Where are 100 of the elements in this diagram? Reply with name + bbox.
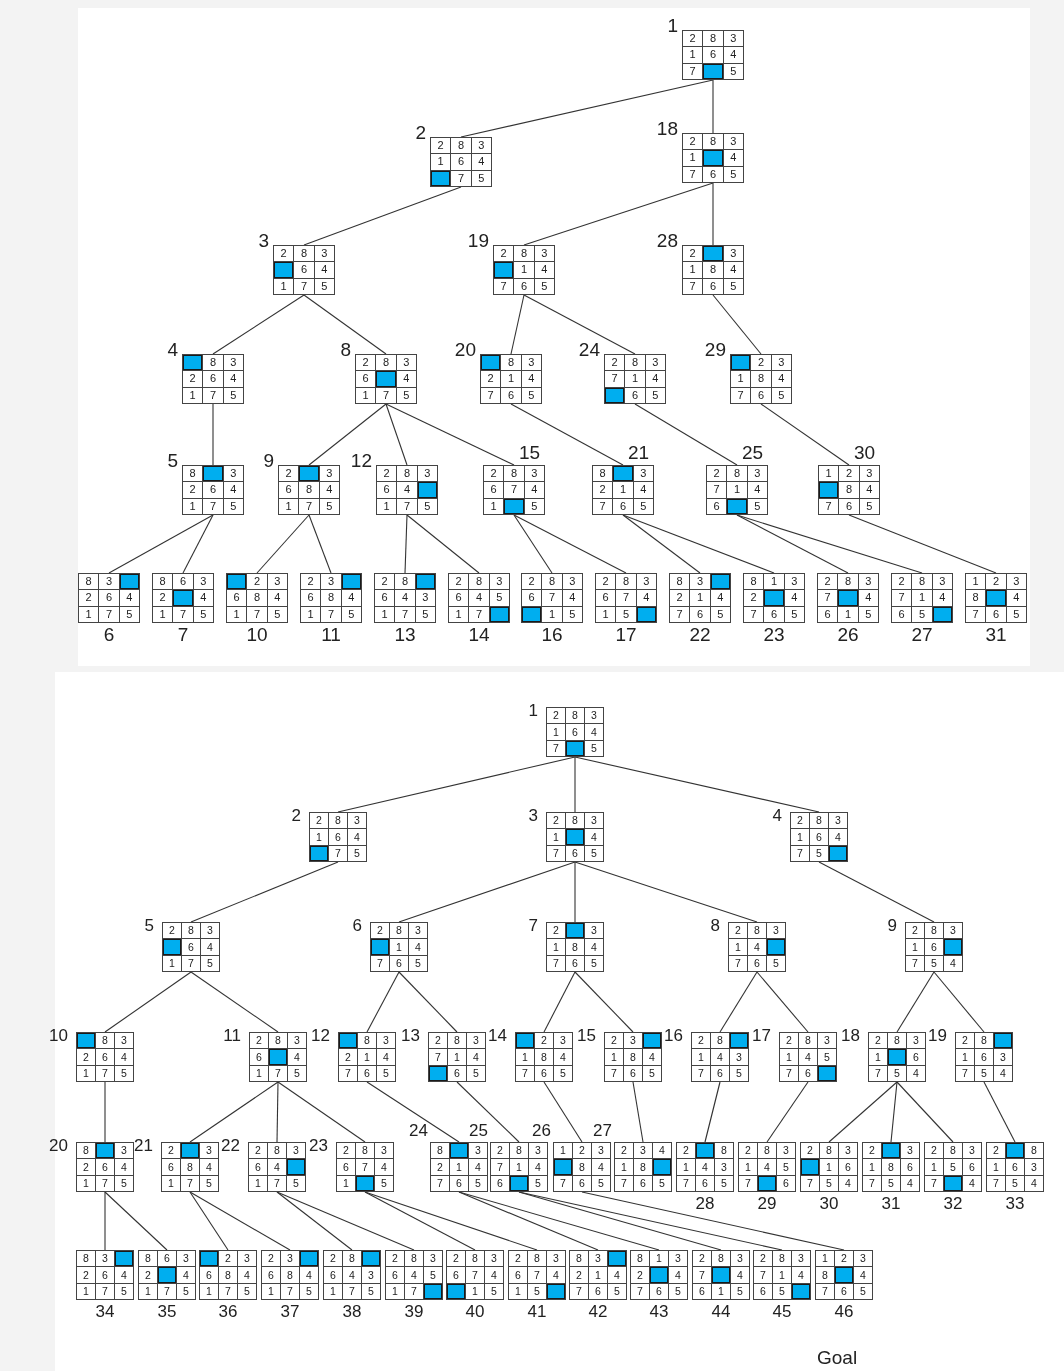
puzzle-tile: 5	[645, 387, 665, 403]
puzzle-tile: 4	[839, 1175, 857, 1191]
state-number: 26	[532, 1121, 551, 1141]
puzzle-tile: 2	[310, 813, 328, 829]
puzzle-tile: 6	[566, 724, 584, 740]
puzzle-tile: 8	[466, 1251, 484, 1267]
puzzle-tile: 4	[177, 1267, 195, 1283]
puzzle-tile: 7	[294, 278, 314, 294]
puzzle-tile: 8	[670, 574, 690, 590]
puzzle-tile: 7	[683, 63, 703, 79]
puzzle-tile: 7	[516, 1065, 534, 1081]
puzzle-tile: 3	[115, 1033, 133, 1049]
puzzle-tile: 7	[203, 387, 223, 403]
puzzle-grid	[868, 1032, 926, 1082]
tree-edge	[398, 971, 458, 1033]
puzzle-tile: 6	[835, 1283, 853, 1299]
puzzle-tile: 3	[375, 1143, 393, 1159]
puzzle-grid	[448, 573, 510, 623]
state-number: 19	[928, 1026, 947, 1046]
tree-edge	[896, 1081, 954, 1143]
puzzle-tile: 5	[341, 606, 361, 622]
puzzle-tile: 7	[554, 1175, 572, 1191]
puzzle-tile: 4	[223, 371, 243, 387]
puzzle-tile: 2	[162, 1143, 180, 1159]
puzzle-tile: 8	[79, 574, 99, 590]
puzzle-tile: 7	[542, 590, 562, 606]
puzzle-tile: 2	[573, 1143, 591, 1159]
puzzle-tile: 5	[415, 606, 435, 622]
state-number: 4	[167, 340, 178, 360]
puzzle-tile: 3	[267, 574, 287, 590]
puzzle-tile: 6	[703, 47, 723, 63]
puzzle-tile: 1	[683, 262, 703, 278]
puzzle-tile: 8	[838, 574, 858, 590]
puzzle-tile: 4	[201, 939, 219, 955]
puzzle-tile: 1	[163, 955, 181, 971]
puzzle-tile: 5	[562, 606, 582, 622]
puzzle-tile: 8	[703, 134, 723, 150]
puzzle-tile: 8	[343, 1251, 361, 1267]
puzzle-tile: 4	[907, 1065, 925, 1081]
puzzle-grid	[248, 1142, 306, 1192]
puzzle-tile: 3	[818, 1033, 836, 1049]
puzzle-tile: 2	[869, 1033, 887, 1049]
puzzle-tile: 7	[605, 371, 625, 387]
puzzle-tile: 4	[723, 150, 743, 166]
puzzle-grid	[76, 1142, 134, 1192]
puzzle-tile: 6	[634, 1175, 652, 1191]
blank-tile	[566, 923, 584, 939]
state-number: 27	[593, 1121, 612, 1141]
puzzle-tile: 5	[409, 955, 427, 971]
tree-edge	[574, 861, 758, 923]
puzzle-tile: 5	[554, 1065, 572, 1081]
puzzle-tile: 8	[504, 466, 524, 482]
puzzle-tile: 5	[177, 1283, 195, 1299]
state-number: 22	[221, 1136, 240, 1156]
state-number: 4	[772, 806, 782, 826]
puzzle-grid	[924, 1142, 982, 1192]
puzzle-grid	[261, 1250, 319, 1300]
blank-tile	[510, 1175, 528, 1191]
puzzle-tile: 5	[818, 1049, 836, 1065]
puzzle-tile: 7	[504, 482, 524, 498]
puzzle-grid	[905, 922, 963, 972]
puzzle-tile: 8	[773, 1251, 791, 1267]
puzzle-tile: 8	[269, 1033, 287, 1049]
puzzle-tile: 1	[183, 387, 203, 403]
puzzle-tile: 7	[269, 1065, 287, 1081]
tree-edge	[622, 514, 701, 574]
state-number: 6	[102, 625, 116, 645]
puzzle-tile: 2	[547, 708, 565, 724]
puzzle-tile: 8	[77, 1251, 95, 1267]
puzzle-tile: 6	[754, 1283, 772, 1299]
puzzle-tile: 1	[739, 1159, 757, 1175]
puzzle-grid	[508, 1250, 566, 1300]
tree-edge	[574, 756, 820, 813]
puzzle-tile: 6	[690, 606, 710, 622]
puzzle-tile: 1	[692, 1049, 710, 1065]
puzzle-tile: 6	[99, 590, 119, 606]
puzzle-tile: 6	[491, 1175, 509, 1191]
puzzle-tile: 3	[592, 1143, 610, 1159]
puzzle-tile: 8	[593, 466, 613, 482]
puzzle-grid	[592, 465, 654, 515]
puzzle-tile: 1	[731, 371, 751, 387]
blank-tile	[986, 590, 1006, 606]
puzzle-tile: 3	[415, 590, 435, 606]
puzzle-tile: 3	[193, 574, 213, 590]
puzzle-tile: 7	[466, 1267, 484, 1283]
puzzle-grid	[818, 465, 880, 515]
puzzle-tile: 5	[633, 498, 653, 514]
puzzle-tile: 6	[839, 1159, 857, 1175]
state-number: 11	[320, 625, 342, 645]
puzzle-grid	[604, 354, 666, 404]
puzzle-grid	[430, 1142, 488, 1192]
tree-edge	[574, 861, 576, 923]
puzzle-tile: 1	[227, 606, 247, 622]
puzzle-tile: 4	[529, 1159, 547, 1175]
puzzle-tile: 2	[683, 246, 703, 262]
puzzle-tile: 8	[77, 1143, 95, 1159]
puzzle-tile: 7	[494, 278, 514, 294]
puzzle-tile: 2	[250, 1033, 268, 1049]
puzzle-tile: 1	[375, 606, 395, 622]
tree-edge	[523, 294, 636, 355]
